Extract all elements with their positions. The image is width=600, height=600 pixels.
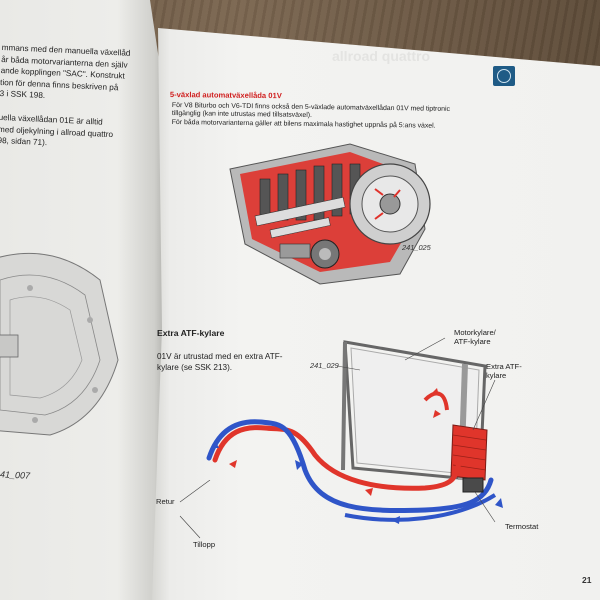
section-heading-5speed: 5-växlad automatväxellåda 01V bbox=[169, 90, 282, 101]
label-extra-atf-cooler: Extra ATF- kylare bbox=[486, 362, 522, 380]
section-intro-5speed: För V8 Biturbo och V6-TDI finns också de… bbox=[172, 102, 492, 132]
atf-cooler-diagram bbox=[206, 337, 503, 524]
left-paragraph-1: mmans med den manuella växellåd år båda … bbox=[0, 42, 131, 101]
ghost-title: allroad quattro bbox=[332, 48, 431, 64]
right-page: allroad quattro bbox=[152, 28, 600, 600]
transmission-cutaway-illustration bbox=[229, 143, 431, 285]
left-page: mmans med den manuella växellåd år båda … bbox=[0, 0, 166, 600]
label-leader-lines bbox=[179, 480, 211, 539]
left-paragraph-2: uella växellådan 01E är alltid med oljek… bbox=[0, 112, 114, 148]
section-body-atf: 01V är utrustad med en extra ATF-kylare … bbox=[157, 352, 283, 372]
left-figure-caption: 41_007 bbox=[0, 469, 31, 481]
label-engine-cooler: Motorkylare/ ATF-kylare bbox=[454, 328, 496, 346]
page-number: 21 bbox=[582, 575, 592, 585]
gearbox-housing-illustration bbox=[0, 252, 119, 436]
label-supply: Tillopp bbox=[193, 540, 216, 549]
label-return: Retur bbox=[156, 497, 175, 506]
quattro-logo-icon bbox=[493, 66, 515, 86]
figure-number-241-029: 241_029 bbox=[310, 361, 339, 370]
left-page-text: mmans med den manuella växellåd år båda … bbox=[0, 42, 152, 155]
figure-number-241-025: 241_025 bbox=[402, 243, 431, 252]
section-title-atf: Extra ATF-kylare bbox=[157, 328, 225, 338]
label-thermostat: Termostat bbox=[505, 522, 539, 531]
